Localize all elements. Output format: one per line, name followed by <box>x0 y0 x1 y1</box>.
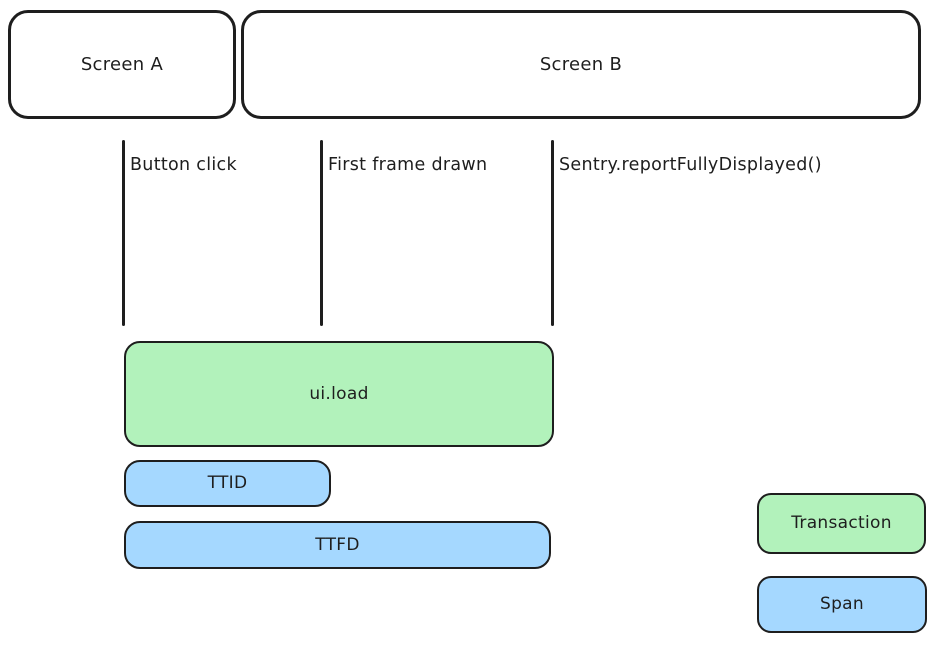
bar-ttfd[interactable]: TTFD <box>124 521 551 569</box>
legend-chip-span[interactable]: Span <box>757 576 927 633</box>
screen-a-frame[interactable]: Screen A <box>8 10 236 119</box>
bar-ui-load[interactable]: ui.load <box>124 341 554 447</box>
screen-a-label: Screen A <box>80 53 164 75</box>
marker-label-button-click: Button click <box>130 155 237 175</box>
legend-chip-transaction[interactable]: Transaction <box>757 493 926 554</box>
bar-ttid-label: TTID <box>207 473 248 493</box>
bar-ttfd-label: TTFD <box>315 534 360 555</box>
screen-b-label: Screen B <box>539 53 623 75</box>
marker-line-report-fully-displayed <box>551 140 554 326</box>
screen-b-frame[interactable]: Screen B <box>241 10 921 119</box>
marker-label-first-frame-drawn: First frame drawn <box>328 155 488 175</box>
marker-label-report-fully-displayed: Sentry.reportFullyDisplayed() <box>559 155 822 175</box>
bar-ttid[interactable]: TTID <box>124 460 331 507</box>
marker-line-first-frame-drawn <box>320 140 323 326</box>
legend-label-span: Span <box>820 594 864 614</box>
bar-ui-load-label: ui.load <box>309 383 369 404</box>
legend-label-transaction: Transaction <box>791 513 892 533</box>
marker-line-button-click <box>122 140 125 326</box>
